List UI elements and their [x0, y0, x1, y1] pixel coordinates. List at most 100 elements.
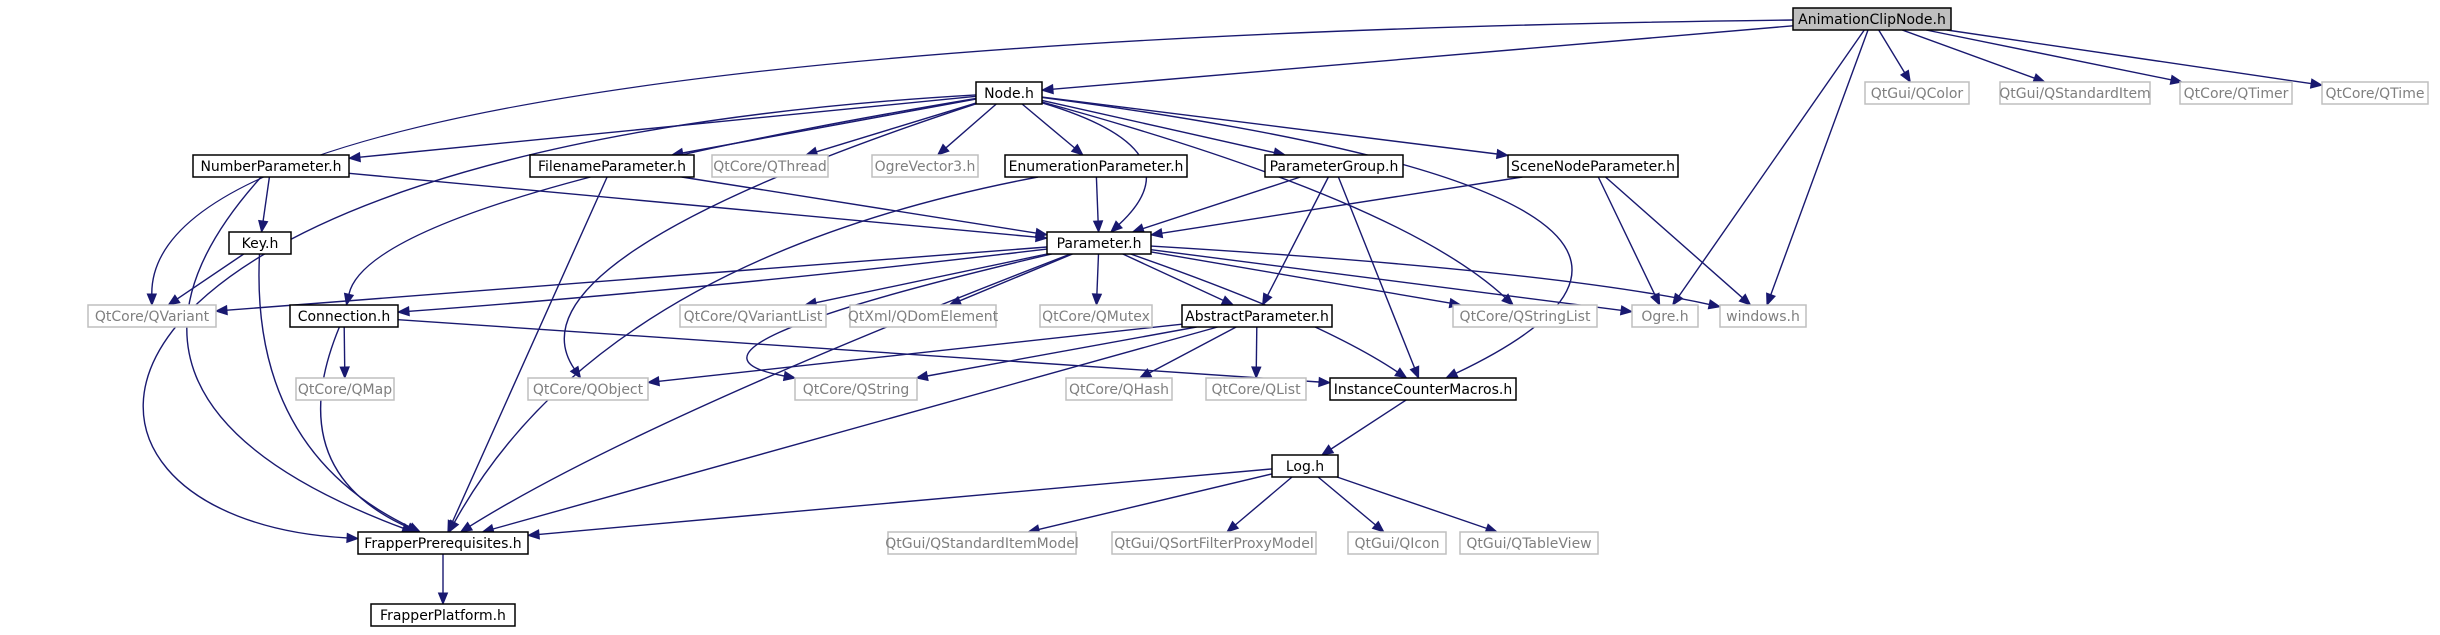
edge-arrowhead [339, 366, 350, 380]
node-enumerationparameter-h[interactable]: EnumerationParameter.h [1004, 154, 1188, 178]
node-frapperplatform-h[interactable]: FrapperPlatform.h [370, 603, 516, 627]
node-label: QtGui/QStandardItem [1999, 86, 2150, 102]
edge-line [927, 326, 1197, 377]
node-box [1631, 304, 1699, 328]
edge-line [1317, 476, 1376, 526]
node-label: ParameterGroup.h [1270, 159, 1399, 175]
edge-arrowhead [1444, 368, 1459, 379]
node-ogre-h: Ogre.h [1631, 304, 1699, 328]
edge-node-h-to-frapperprerequisites-h [142, 94, 977, 544]
edge-line [348, 97, 977, 295]
edge-line [1150, 245, 1710, 306]
node-node-h[interactable]: Node.h [975, 81, 1043, 105]
node-label: QtCore/QString [803, 382, 909, 398]
edge-arrowhead [1040, 83, 1054, 95]
node-box [87, 304, 217, 328]
edge-line [348, 172, 1037, 238]
edge-abstractparameter-h-to-qtcore-qstring [915, 326, 1197, 382]
edge-line [959, 253, 1073, 302]
edge-numberparameter-h-to-parameter-h [348, 172, 1049, 243]
edge-arrowhead [1034, 227, 1049, 239]
edge-arrowhead [1225, 520, 1240, 533]
node-box [527, 377, 649, 401]
node-label: Log.h [1286, 459, 1324, 475]
node-qtcore-qlist: QtCore/QList [1205, 377, 1307, 401]
node-label: FrapperPrerequisites.h [364, 536, 521, 552]
node-ogrevector3-h: OgreVector3.h [871, 154, 979, 178]
node-windows-h: windows.h [1719, 304, 1807, 328]
edge-arrowhead [1251, 366, 1262, 380]
node-box [1864, 81, 1970, 105]
edge-node-h-to-ogrevector3-h [936, 103, 997, 156]
edge-parameter-h-to-qtcore-qvariant [214, 246, 1048, 316]
edge-parameter-h-to-frapperprerequisites-h [459, 253, 1071, 533]
edge-numberparameter-h-to-key-h [258, 176, 271, 234]
node-scenenodeparameter-h[interactable]: SceneNodeParameter.h [1507, 154, 1679, 178]
edge-line [1336, 476, 1487, 530]
edge-arrowhead [1650, 292, 1661, 307]
edge-arrowhead [1070, 143, 1084, 156]
edge-arrowhead [1766, 292, 1776, 307]
node-box [295, 377, 395, 401]
edge-arrowhead [1109, 220, 1123, 233]
node-box [711, 154, 829, 178]
edge-parametergroup-h-to-instancecountermacros-h [1337, 176, 1420, 380]
node-animationclipnode-h: AnimationClipNode.h [1792, 7, 1952, 31]
node-qtgui-qicon: QtGui/QIcon [1347, 531, 1447, 555]
node-parametergroup-h[interactable]: ParameterGroup.h [1264, 154, 1404, 178]
edge-node-h-to-scenenodeparameter-h [1041, 96, 1510, 160]
edge-line [1038, 473, 1273, 531]
edge-connection-h-to-instancecountermacros-h [397, 319, 1332, 388]
edge-animationclipnode-h-to-qtgui-qcolor [1878, 29, 1911, 84]
edge-line [451, 176, 608, 523]
node-label: QtCore/QObject [533, 382, 644, 398]
edge-line [226, 246, 1048, 311]
node-label: QtCore/QList [1211, 382, 1301, 398]
edge-line [1161, 176, 1523, 234]
node-key-h[interactable]: Key.h [228, 231, 292, 255]
edge-line [492, 326, 1218, 530]
edge-arrowhead [1092, 220, 1104, 234]
node-label: NumberParameter.h [200, 159, 341, 175]
edge-line [1678, 29, 1865, 297]
node-connection-h[interactable]: Connection.h [289, 304, 399, 328]
node-label: SceneNodeParameter.h [1511, 159, 1675, 175]
edge-arrowhead [936, 143, 950, 156]
edge-enumerationparameter-h-to-parameter-h [1092, 176, 1104, 234]
edge-arrowhead [214, 304, 228, 316]
node-label: QtCore/QStringList [1460, 309, 1591, 325]
node-box [289, 304, 399, 328]
node-filenameparameter-h[interactable]: FilenameParameter.h [529, 154, 695, 178]
node-instancecountermacros-h[interactable]: InstanceCounterMacros.h [1329, 377, 1517, 401]
node-parameter-h[interactable]: Parameter.h [1046, 231, 1152, 255]
node-box [1039, 304, 1153, 328]
edge-parameter-h-to-qtcore-qvariantlist [803, 253, 1048, 308]
node-box [1507, 154, 1679, 178]
edge-log-h-to-frapperprerequisites-h [526, 468, 1273, 540]
edge-line [1337, 176, 1416, 369]
node-label: QtCore/QHash [1069, 382, 1169, 398]
edge-line [397, 319, 1320, 383]
edge-line [1095, 176, 1099, 222]
edge-line [815, 253, 1048, 304]
edge-arrowhead [1409, 365, 1420, 380]
edges-layer [142, 19, 2324, 606]
edge-arrowhead [1899, 69, 1911, 84]
node-box [887, 531, 1077, 555]
edge-line [1901, 29, 2035, 79]
node-qtcore-qmutex: QtCore/QMutex [1039, 304, 1153, 328]
edge-line [1150, 251, 1451, 304]
edge-node-h-to-filenameparameter-h [670, 98, 977, 159]
node-log-h[interactable]: Log.h [1271, 454, 1339, 478]
edge-arrowhead [1091, 293, 1103, 307]
edge-line [1770, 29, 1869, 295]
node-abstractparameter-h[interactable]: AbstractParameter.h [1181, 304, 1333, 328]
edge-arrowhead [2169, 74, 2184, 85]
node-box [1347, 531, 1447, 555]
node-qtcore-qthread: QtCore/QThread [711, 154, 829, 178]
node-numberparameter-h[interactable]: NumberParameter.h [192, 154, 350, 178]
edge-line [746, 253, 1052, 377]
edge-animationclipnode-h-to-qtgui-qstandarditem [1901, 29, 2047, 84]
node-frapperprerequisites-h[interactable]: FrapperPrerequisites.h [357, 531, 529, 555]
